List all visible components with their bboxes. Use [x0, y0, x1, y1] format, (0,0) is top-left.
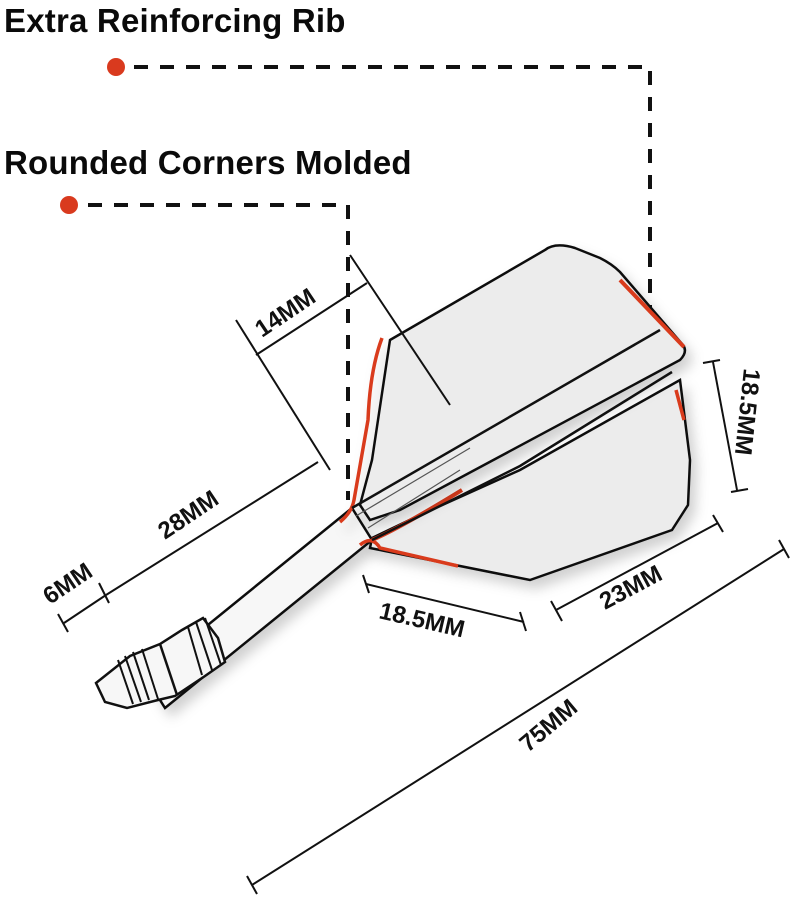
dart-flight-upper [338, 244, 687, 524]
callout-rib-dot [107, 58, 125, 76]
dim-14mm-label: 14MM [250, 283, 320, 343]
dart-thread-tip [94, 616, 227, 710]
dim-75mm-label: 75MM [515, 694, 583, 758]
dim-23mm-label: 23MM [595, 560, 667, 615]
callout-rib-leader [107, 58, 652, 320]
dim-18-5mm-front: 18.5MM [362, 574, 527, 643]
callout-corners-dot [60, 196, 78, 214]
callout-corners-label: Rounded Corners Molded [4, 144, 412, 181]
dim-28mm-label: 28MM [153, 485, 223, 545]
dim-6mm-label: 6MM [38, 558, 97, 610]
flight-rib [351, 328, 673, 542]
dim-75mm: 75MM [246, 539, 790, 895]
dim-18-5mm-height: 18.5MM [702, 359, 765, 493]
callout-rib-label: Extra Reinforcing Rib [4, 2, 346, 39]
dim-6mm: 6MM [38, 558, 107, 633]
callout-corners-leader [60, 196, 350, 500]
dim-18-5mm-height-label: 18.5MM [729, 367, 765, 456]
